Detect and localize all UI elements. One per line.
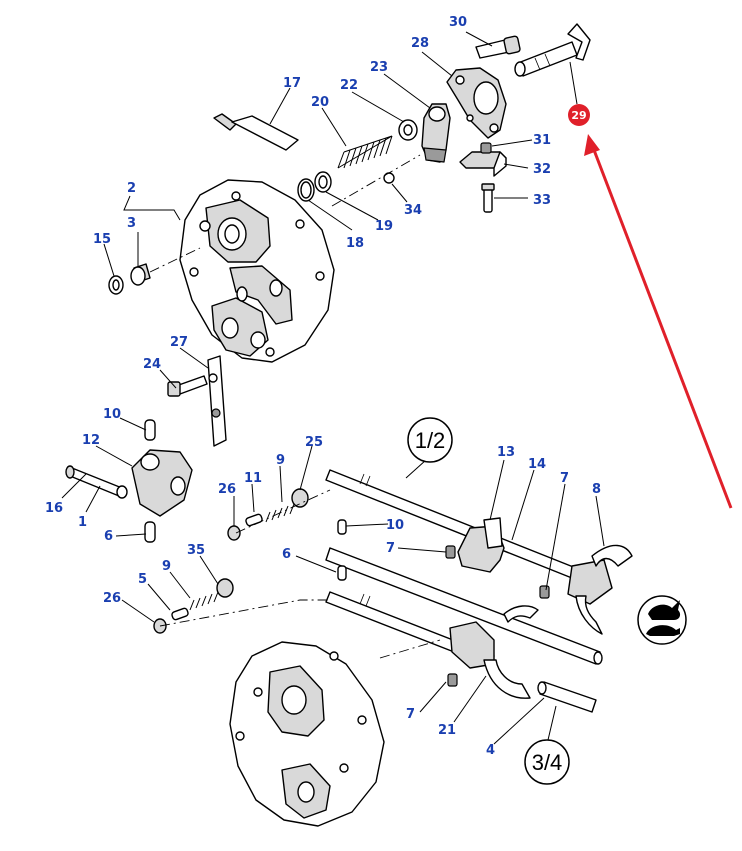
callout-6-middle: 6 <box>282 547 291 562</box>
part-17-sealant-tube <box>213 113 299 151</box>
callout-2: 2 <box>127 181 136 196</box>
group-34-leader <box>547 705 557 741</box>
part-27-lock-plate <box>207 355 227 447</box>
callout-13: 13 <box>497 445 515 460</box>
callout-32: 32 <box>533 162 551 177</box>
part-29-leader <box>569 61 578 105</box>
part-6-pin-lower <box>337 565 347 581</box>
part-15-washer <box>108 275 124 295</box>
part-7-screw <box>445 545 550 687</box>
part-30-bolt <box>475 35 521 59</box>
callout-3: 3 <box>127 216 136 231</box>
group-label-1-2-text: 1/2 <box>415 428 446 453</box>
part-26-plug-upper <box>227 525 241 541</box>
group-label-3-4-text: 3/4 <box>532 750 563 775</box>
callout-24: 24 <box>143 357 161 372</box>
callout-16: 16 <box>45 501 63 516</box>
part-9-spring-lower <box>189 591 219 611</box>
callout-19: 19 <box>375 219 393 234</box>
part-29-selector-shaft <box>514 23 591 77</box>
callout-9-upper: 9 <box>276 453 285 468</box>
part-3-bushing <box>130 263 151 286</box>
callout-26-upper: 26 <box>218 482 236 497</box>
part-10-pin <box>144 419 156 441</box>
callout-26-lower: 26 <box>103 591 121 606</box>
callout-8: 8 <box>592 482 601 497</box>
part-11-pin <box>245 513 263 527</box>
highlight-badge-text: 29 <box>571 109 586 122</box>
part-10-pin-lower <box>337 519 347 535</box>
part-2-housing-plate <box>179 179 335 363</box>
part-6-pin <box>144 521 156 543</box>
callout-35: 35 <box>187 543 205 558</box>
group-label-1-2: 1/2 <box>407 417 453 463</box>
part-31-screw <box>480 142 492 154</box>
part-22-washer <box>398 119 418 141</box>
callout-30: 30 <box>449 15 467 30</box>
callout-34: 34 <box>404 203 422 218</box>
part-33-bolt <box>481 183 495 213</box>
callout-18: 18 <box>346 236 364 251</box>
part-4-rod <box>537 681 597 713</box>
callout-20: 20 <box>311 95 329 110</box>
callout-33: 33 <box>533 193 551 208</box>
part-21-shift-fork <box>449 605 539 699</box>
part-24-bolt <box>167 375 208 397</box>
callout-10-upper: 10 <box>103 407 121 422</box>
callout-14: 14 <box>528 457 546 472</box>
callout-12: 12 <box>82 433 100 448</box>
callout-7-right: 7 <box>560 471 569 486</box>
part-23-lever <box>421 103 451 163</box>
part-5-pin <box>171 607 189 621</box>
callout-17: 17 <box>283 76 301 91</box>
callout-6-left: 6 <box>104 529 113 544</box>
callout-11: 11 <box>244 471 262 486</box>
callout-10-middle: 10 <box>386 518 404 533</box>
part-8-shift-fork <box>567 544 633 635</box>
part-18-ring <box>297 178 315 202</box>
highlight-badge-29[interactable]: 29 <box>568 104 590 126</box>
callout-15: 15 <box>93 232 111 247</box>
part-13-shift-fork <box>457 517 505 573</box>
part-19-seal <box>314 171 332 193</box>
lower-housing-plate <box>229 641 385 827</box>
callout-1: 1 <box>78 515 87 530</box>
part-12-selector-block <box>131 449 193 517</box>
callout-7-middle: 7 <box>386 541 395 556</box>
callout-23: 23 <box>370 60 388 75</box>
part-32-bracket <box>459 151 507 177</box>
leader-lines <box>61 31 605 745</box>
callout-31: 31 <box>533 133 551 148</box>
part-35-detent-ball <box>216 578 234 598</box>
part-28-cover-plate <box>446 67 507 139</box>
callout-21: 21 <box>438 723 456 738</box>
red-pointer-arrow <box>584 134 733 509</box>
callout-27: 27 <box>170 335 188 350</box>
callout-9-lower: 9 <box>162 559 171 574</box>
tortoise-icon <box>646 625 680 636</box>
callout-5: 5 <box>138 572 147 587</box>
part-16-bolt <box>65 465 128 499</box>
callout-7-lower: 7 <box>406 707 415 722</box>
group-label-3-4: 3/4 <box>524 739 570 785</box>
callouts: 30 28 17 23 22 20 31 32 33 34 19 18 2 3 … <box>45 15 601 758</box>
part-20-spring <box>337 135 393 169</box>
callout-4: 4 <box>486 743 495 758</box>
callout-25: 25 <box>305 435 323 450</box>
group-12-leader <box>405 459 427 479</box>
speed-range-symbol <box>637 595 687 645</box>
alignment-lines <box>149 154 441 659</box>
callout-28: 28 <box>411 36 429 51</box>
hare-icon <box>648 600 681 620</box>
callout-22: 22 <box>340 78 358 93</box>
